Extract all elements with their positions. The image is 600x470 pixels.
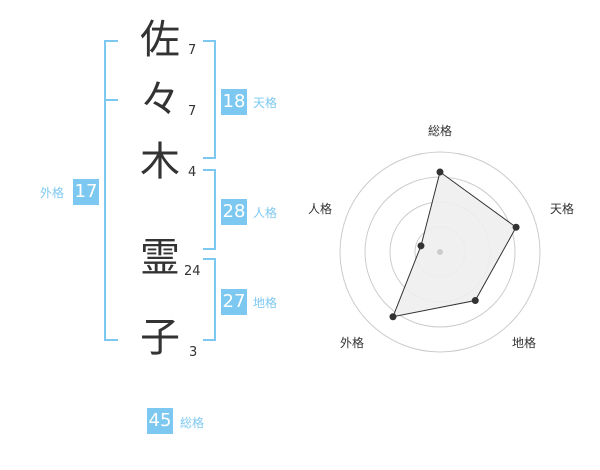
name-char-5: 子: [140, 315, 180, 361]
stroke-count-5: 3: [189, 345, 198, 360]
gaikaku-label: 外格: [40, 186, 65, 200]
radar-ring: [339, 151, 541, 353]
jinkaku-label: 人格: [253, 206, 278, 220]
name-char-1: 佐: [140, 17, 180, 63]
chikaku-value: 27: [221, 289, 247, 315]
tenkaku-bracket: [203, 40, 216, 159]
soukaku-label: 総格: [180, 416, 205, 430]
radar-label-jinkaku: 人格: [308, 202, 333, 216]
name-char-2: 々: [140, 77, 180, 123]
stroke-count-2: 7: [188, 104, 197, 119]
radar-label-tenkaku: 天格: [550, 202, 575, 216]
name-char-3: 木: [140, 139, 180, 185]
tenkaku-label: 天格: [253, 96, 278, 110]
gaikaku-bracket: [104, 40, 118, 341]
radar-label-gaikaku: 外格: [340, 336, 365, 350]
radar-point-0: [436, 168, 444, 176]
stroke-count-3: 4: [188, 165, 197, 180]
radar-point-1: [512, 223, 520, 231]
soukaku-value: 45: [147, 408, 173, 434]
name-char-4: 霊: [140, 235, 180, 281]
radar-center: [437, 249, 443, 255]
radar-polygon: [392, 171, 517, 318]
tenkaku-value: 18: [221, 89, 247, 115]
gaikaku-value: 17: [73, 179, 99, 205]
stroke-count-4: 24: [184, 264, 201, 279]
radar-label-chikaku: 地格: [512, 336, 537, 350]
stroke-count-1: 7: [188, 43, 197, 58]
jinkaku-bracket: [203, 169, 216, 250]
radar-point-2: [471, 297, 479, 305]
jinkaku-value: 28: [221, 199, 247, 225]
radar-point-4: [417, 242, 425, 250]
radar-point-3: [389, 313, 397, 321]
chikaku-bracket: [203, 258, 216, 341]
radar-label-soukaku: 総格: [428, 124, 453, 138]
chikaku-label: 地格: [253, 296, 278, 310]
